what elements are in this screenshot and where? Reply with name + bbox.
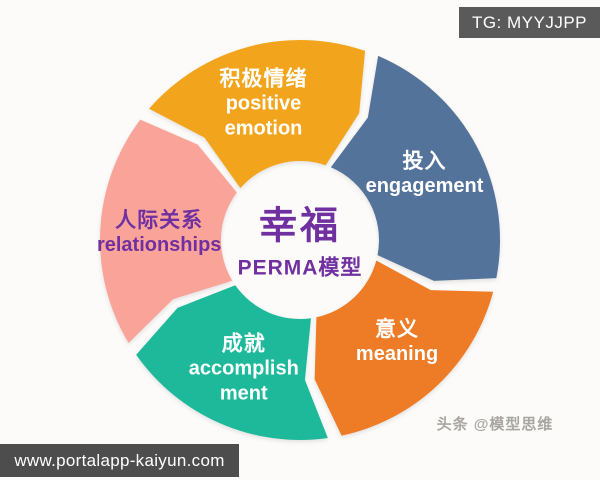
label-positive-emotion-en-0: positive <box>225 92 302 115</box>
center-title: 幸福 <box>258 205 341 248</box>
center-subtitle: PERMA模型 <box>237 256 363 280</box>
label-positive-emotion-cn: 积极情绪 <box>219 67 308 91</box>
label-accomplishment-en-1: ment <box>219 382 268 405</box>
segment-meaning <box>314 260 494 436</box>
label-meaning-en-0: meaning <box>355 343 439 366</box>
label-accomplishment-en-0: accomplish <box>188 357 299 380</box>
segment-relationships <box>100 119 237 344</box>
label-meaning-cn: 意义 <box>375 318 420 342</box>
site-bar: www.portalapp-kaiyun.com <box>0 444 239 477</box>
credit-text: 头条 @模型思维 <box>436 416 554 433</box>
segment-accomplishment <box>136 285 328 440</box>
site-bar-label: www.portalapp-kaiyun.com <box>14 450 225 470</box>
label-accomplishment-cn: 成就 <box>221 332 266 356</box>
label-positive-emotion-en-1: emotion <box>224 117 303 140</box>
center-label: 幸福 PERMA模型 <box>238 207 363 282</box>
segment-positive-emotion <box>149 40 366 189</box>
label-engagement-en-0: engagement <box>365 174 484 197</box>
label-engagement-cn: 投入 <box>402 149 447 173</box>
segment-engagement <box>330 55 501 281</box>
label-relationships-en-0: relationships <box>96 233 222 256</box>
tg-badge-label: TG: MYYJJPP <box>471 12 588 32</box>
tg-badge: TG: MYYJJPP <box>459 7 600 38</box>
label-relationships-cn: 人际关系 <box>115 208 204 232</box>
